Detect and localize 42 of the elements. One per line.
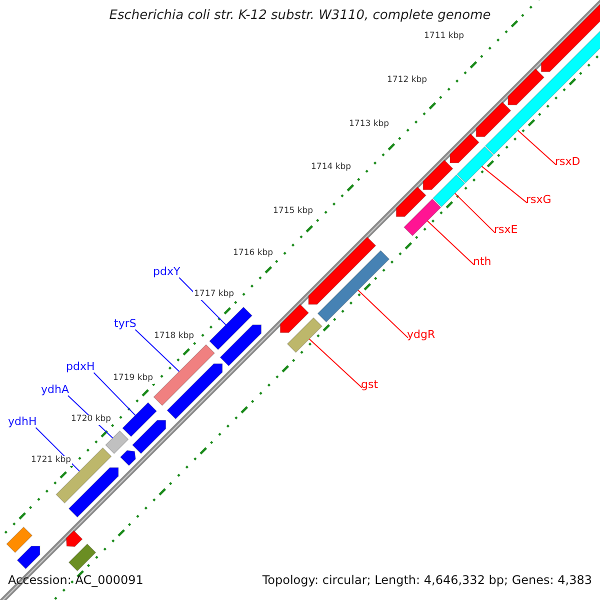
genome-info-text: Topology: circular; Length: 4,646,332 bp; Genes: 4,383 xyxy=(262,574,592,588)
scale-label: 1717 kbp xyxy=(193,290,236,300)
leader-line xyxy=(454,192,496,234)
gene-label: ydgR xyxy=(407,329,436,342)
gene-label: pdxH xyxy=(66,361,95,374)
scale-label: 1720 kbp xyxy=(70,415,112,425)
gene-label: ydhH xyxy=(8,416,37,429)
title: Escherichia coli str. K-12 substr. W3110, complete genome xyxy=(108,9,492,24)
leader-line xyxy=(426,220,474,266)
scale-label: 1718 kbp xyxy=(153,332,196,342)
gene-block xyxy=(403,198,442,236)
scale-label: 1711 kbp xyxy=(423,32,466,42)
gene-label: tyrS xyxy=(114,318,136,331)
gene-label: gst xyxy=(361,379,378,392)
gene-label: pdxY xyxy=(153,266,180,279)
gene-block xyxy=(56,447,112,504)
gene-label: nth xyxy=(473,256,492,269)
gene-block xyxy=(286,317,323,353)
gene-label: rsxD xyxy=(555,156,580,169)
gene-block xyxy=(153,344,216,406)
scale-label: 1716 kbp xyxy=(232,249,274,259)
gene-block xyxy=(105,430,129,454)
scale-label: 1721 kbp xyxy=(30,456,72,466)
leader-line xyxy=(358,290,408,338)
gene-label: rsxG xyxy=(526,194,552,207)
scale-label: 1714 kbp xyxy=(310,163,352,173)
scale-label: 1713 kbp xyxy=(348,120,390,130)
gene-block xyxy=(456,146,494,184)
gene-block xyxy=(317,250,390,323)
gene-label: rsxE xyxy=(494,224,518,237)
accession-text: Accession: AC_000091 xyxy=(8,574,144,588)
gene-block xyxy=(122,402,158,438)
scale-label: 1712 kbp xyxy=(386,76,428,86)
leader-line xyxy=(134,329,180,372)
gene-label: ydhA xyxy=(41,384,69,397)
leader-line xyxy=(93,372,136,416)
scale-label: 1715 kbp xyxy=(272,207,314,217)
gene-block xyxy=(209,306,253,350)
leader-line xyxy=(517,130,556,166)
scale-label: 1719 kbp xyxy=(112,374,154,384)
leader-line xyxy=(481,166,528,204)
gene-block xyxy=(432,174,466,208)
